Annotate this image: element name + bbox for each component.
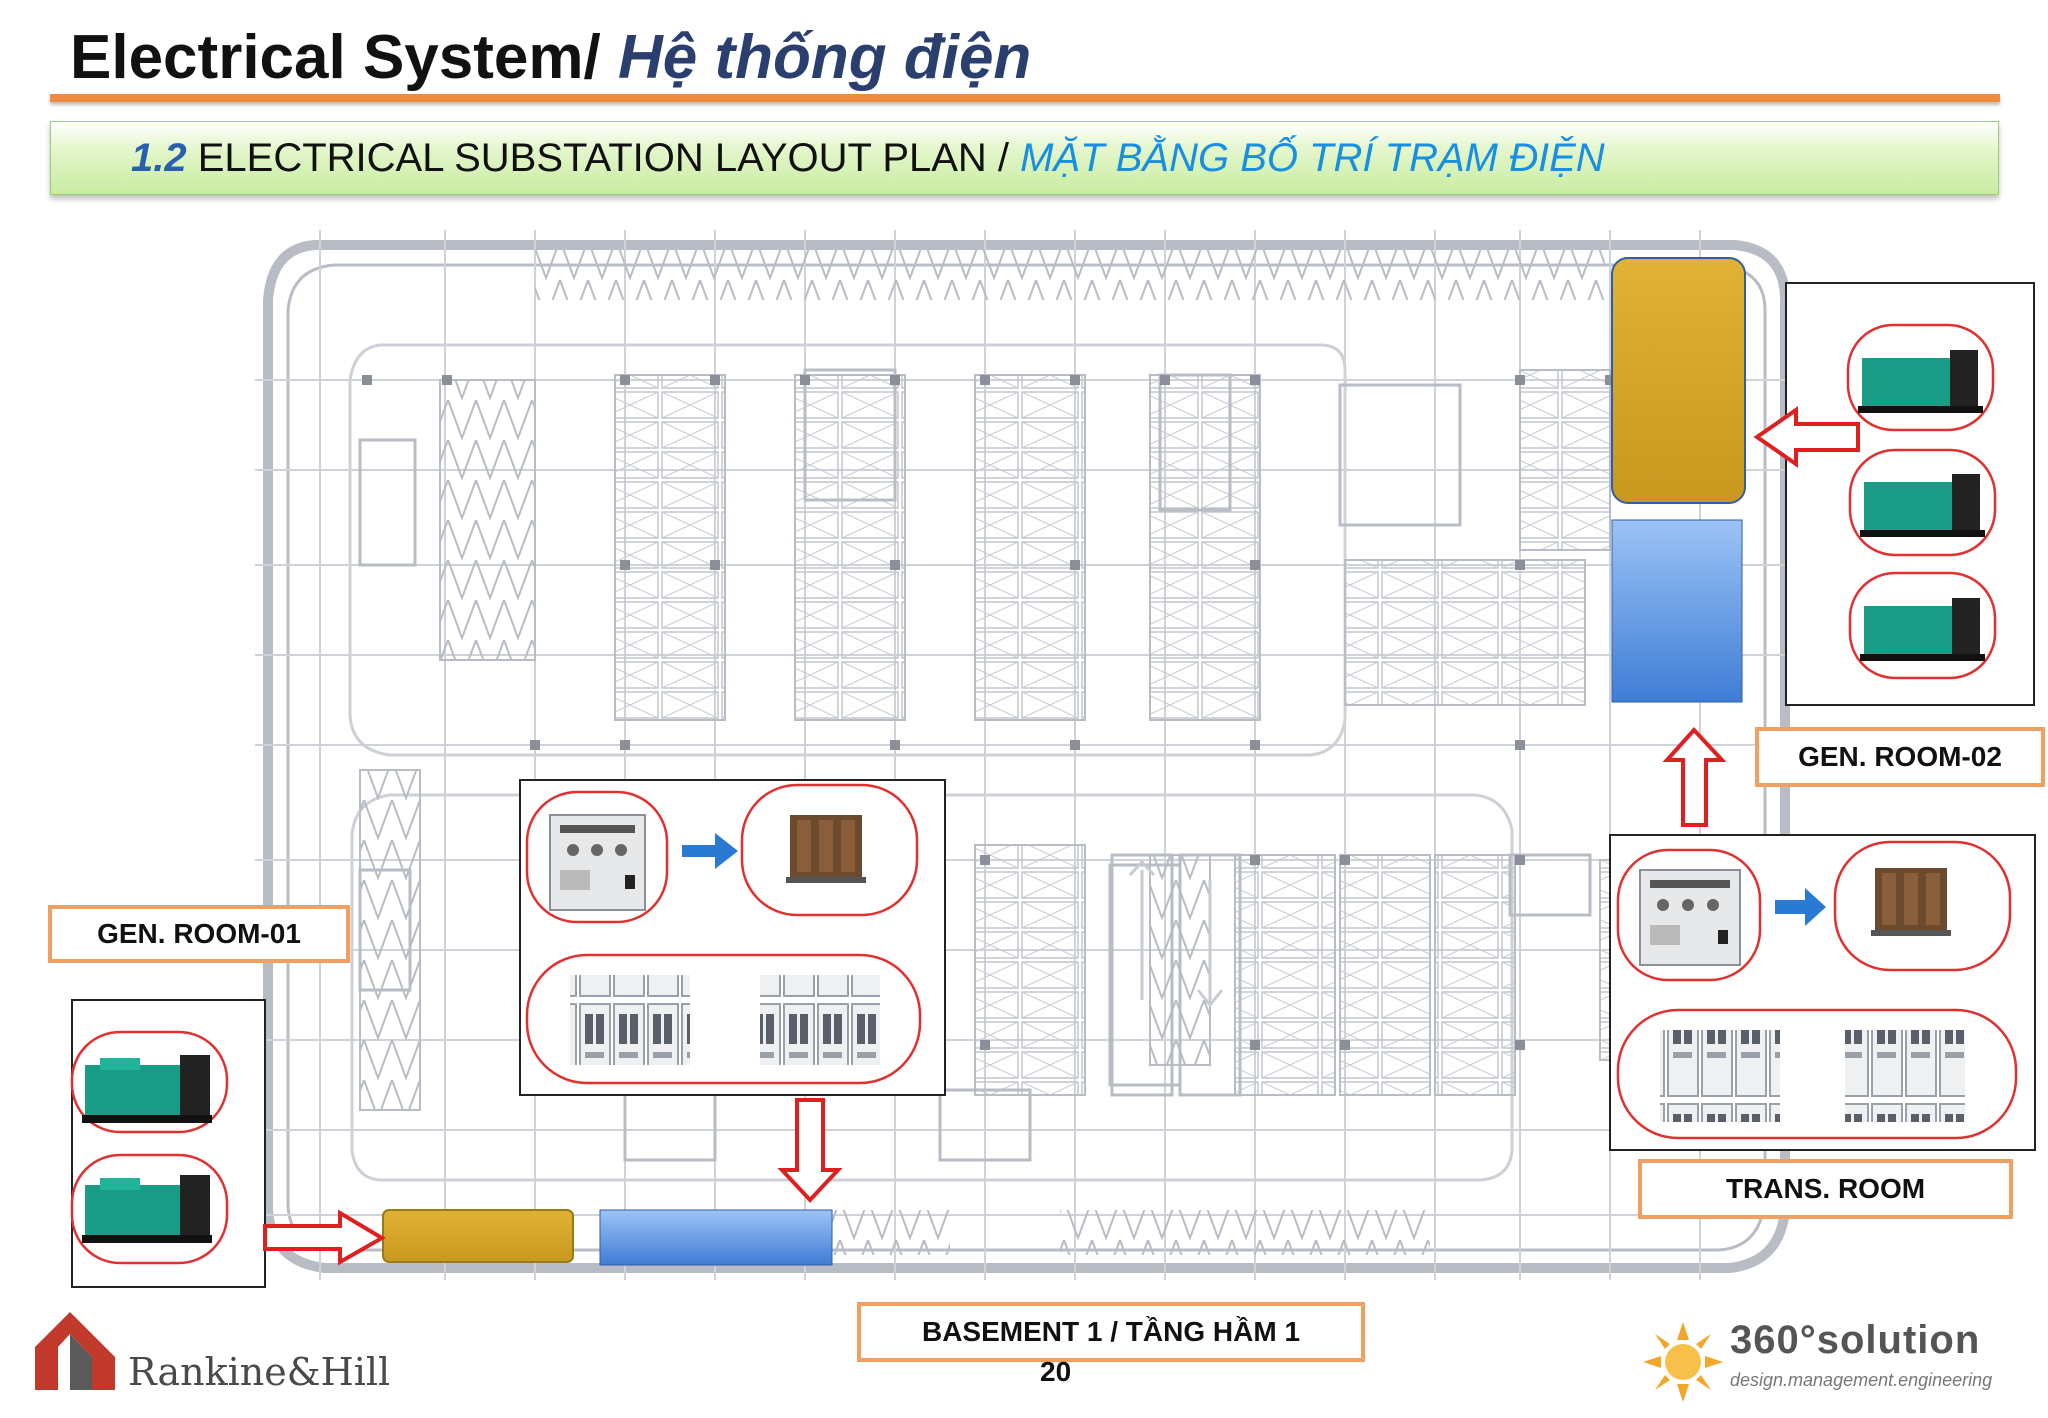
trans-room-01-block bbox=[599, 1209, 833, 1266]
trans-room-label: TRANS. ROOM bbox=[1638, 1159, 2013, 1219]
title-divider bbox=[50, 94, 2000, 102]
generator-icon bbox=[1858, 350, 1983, 413]
structural-columns bbox=[362, 375, 1615, 1050]
rankine-hill-text: Rankine&Hill bbox=[128, 1350, 391, 1394]
section-title: 1.2 ELECTRICAL SUBSTATION LAYOUT PLAN / … bbox=[131, 136, 1605, 181]
ramps bbox=[1110, 853, 1242, 1097]
switchgear-icon bbox=[1639, 869, 1741, 966]
basement-label: BASEMENT 1 / TẦNG HẦM 1 bbox=[857, 1302, 1365, 1362]
generator-icon bbox=[82, 1055, 212, 1123]
solution-360-tagline: design.management.engineering bbox=[1730, 1370, 1993, 1390]
generator-icon bbox=[82, 1175, 212, 1243]
arrow-right-icon bbox=[682, 833, 738, 869]
rankine-hill-logo: Rankine&Hill bbox=[30, 1302, 420, 1394]
trans-room-02-block bbox=[1611, 519, 1743, 703]
gen-room-01-block bbox=[382, 1209, 574, 1263]
house-logo-icon bbox=[35, 1312, 115, 1390]
sun-logo-icon bbox=[1643, 1322, 1723, 1402]
gen-room-01-equipment bbox=[70, 999, 266, 1288]
switchboard-icon bbox=[760, 975, 880, 1065]
gen-room-02-block bbox=[1611, 257, 1746, 504]
switchboard-icon bbox=[1845, 1030, 1965, 1122]
trans-room-02-equipment bbox=[1609, 834, 2036, 1151]
arrow-up-icon bbox=[1662, 727, 1727, 827]
arrow-down-icon bbox=[777, 1098, 843, 1203]
trans-room-01-equipment bbox=[519, 779, 946, 1096]
page-number: 20 bbox=[1040, 1356, 1072, 1387]
section-banner: 1.2 ELECTRICAL SUBSTATION LAYOUT PLAN / … bbox=[50, 121, 1999, 195]
page-title-en: Electrical System/ bbox=[70, 23, 601, 92]
transformer-icon bbox=[786, 815, 866, 883]
arrow-left-icon bbox=[1753, 406, 1860, 468]
switchboard-icon bbox=[1660, 1030, 1780, 1122]
generator-icon bbox=[1860, 474, 1985, 537]
page-title-vi: Hệ thống điện bbox=[618, 23, 1032, 92]
switchboard-icon bbox=[570, 975, 690, 1065]
solution-360-text: 360°solution bbox=[1730, 1318, 1981, 1362]
transformer-icon bbox=[1871, 868, 1951, 936]
section-title-en: ELECTRICAL SUBSTATION LAYOUT PLAN / bbox=[197, 136, 1010, 180]
section-number: 1.2 bbox=[131, 136, 187, 180]
parking-bays bbox=[359, 369, 1681, 1111]
gen-room-01-label: GEN. ROOM-01 bbox=[48, 905, 350, 963]
arrow-right-icon bbox=[1775, 888, 1826, 926]
generator-icon bbox=[1860, 598, 1985, 661]
page-title: Electrical System/ Hệ thống điện bbox=[70, 22, 1031, 93]
gen-room-02-label: GEN. ROOM-02 bbox=[1755, 727, 2045, 787]
switchgear-icon bbox=[549, 814, 646, 911]
gen-room-02-equipment bbox=[1785, 282, 2035, 706]
solution-360-logo: 360°solution design.management.engineeri… bbox=[1635, 1318, 2035, 1402]
section-title-vi: MẶT BẰNG BỐ TRÍ TRẠM ĐIỆN bbox=[1020, 136, 1605, 180]
arrow-right-icon bbox=[263, 1209, 386, 1266]
